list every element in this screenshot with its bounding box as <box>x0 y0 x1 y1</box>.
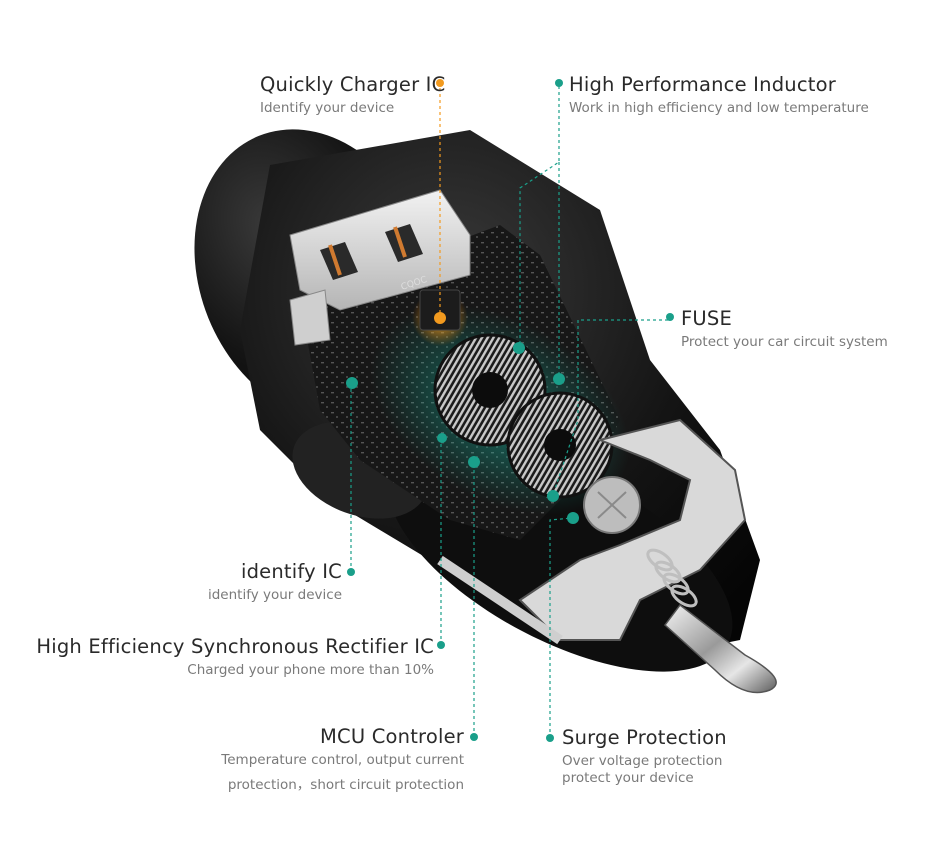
callout-title: identify IC <box>240 560 342 583</box>
usb-port <box>289 189 471 346</box>
marker-charger <box>435 313 445 323</box>
dot-surge <box>546 734 554 742</box>
dot-identify <box>347 568 355 576</box>
callout-description: Over voltage protection <box>562 753 723 769</box>
callout-title: High Efficiency Synchronous Rectifier IC <box>36 635 434 658</box>
marker-inductor-2 <box>553 373 565 385</box>
metal-clip <box>437 418 747 645</box>
dot-mcu <box>470 733 478 741</box>
marker-mcu <box>468 456 480 468</box>
callout-surge: Surge Protection Over voltage protection… <box>562 726 727 786</box>
dot-fuse <box>666 313 674 321</box>
callout-description: protect your device <box>562 770 694 786</box>
dot-rectifier <box>437 641 445 649</box>
callout-rectifier-ic: High Efficiency Synchronous Rectifier IC… <box>36 635 434 678</box>
callout-description: protection，short circuit protection <box>227 777 464 793</box>
callout-title: FUSE <box>681 307 732 330</box>
callout-title: MCU Controler <box>319 725 464 748</box>
callout-description: Identify your device <box>260 100 395 116</box>
component-markers <box>346 313 579 524</box>
dot-charger <box>436 79 444 87</box>
marker-identify <box>346 377 358 389</box>
marker-inductor-1 <box>513 342 525 354</box>
leader-lines <box>350 86 668 738</box>
callout-description: identify your device <box>207 587 342 603</box>
callout-title: High Performance Inductor <box>569 73 836 96</box>
fuse-disc <box>583 476 641 534</box>
callout-description: Work in high efficiency and low temperat… <box>569 100 869 116</box>
callout-description: Protect your car circuit system <box>681 334 888 350</box>
marker-rectifier <box>437 433 447 443</box>
callout-identify-ic: identify IC identify your device <box>208 560 342 603</box>
marker-surge <box>567 512 579 524</box>
dot-inductor <box>555 79 563 87</box>
callout-inductor: High Performance Inductor Work in high e… <box>569 73 869 116</box>
callout-fuse: FUSE Protect your car circuit system <box>681 307 888 350</box>
callout-description: Charged your phone more than 10% <box>187 662 434 678</box>
marker-fuse <box>547 490 559 502</box>
callout-title: Quickly Charger IC <box>260 73 446 96</box>
callout-title: Surge Protection <box>562 726 727 749</box>
callout-charger-ic: Quickly Charger IC Identify your device <box>260 73 445 116</box>
callout-description: Temperature control, output current <box>221 752 464 768</box>
inductor-coils <box>433 333 614 499</box>
callout-mcu: MCU Controler Temperature control, outpu… <box>221 725 464 793</box>
spring-and-pin <box>646 548 777 694</box>
